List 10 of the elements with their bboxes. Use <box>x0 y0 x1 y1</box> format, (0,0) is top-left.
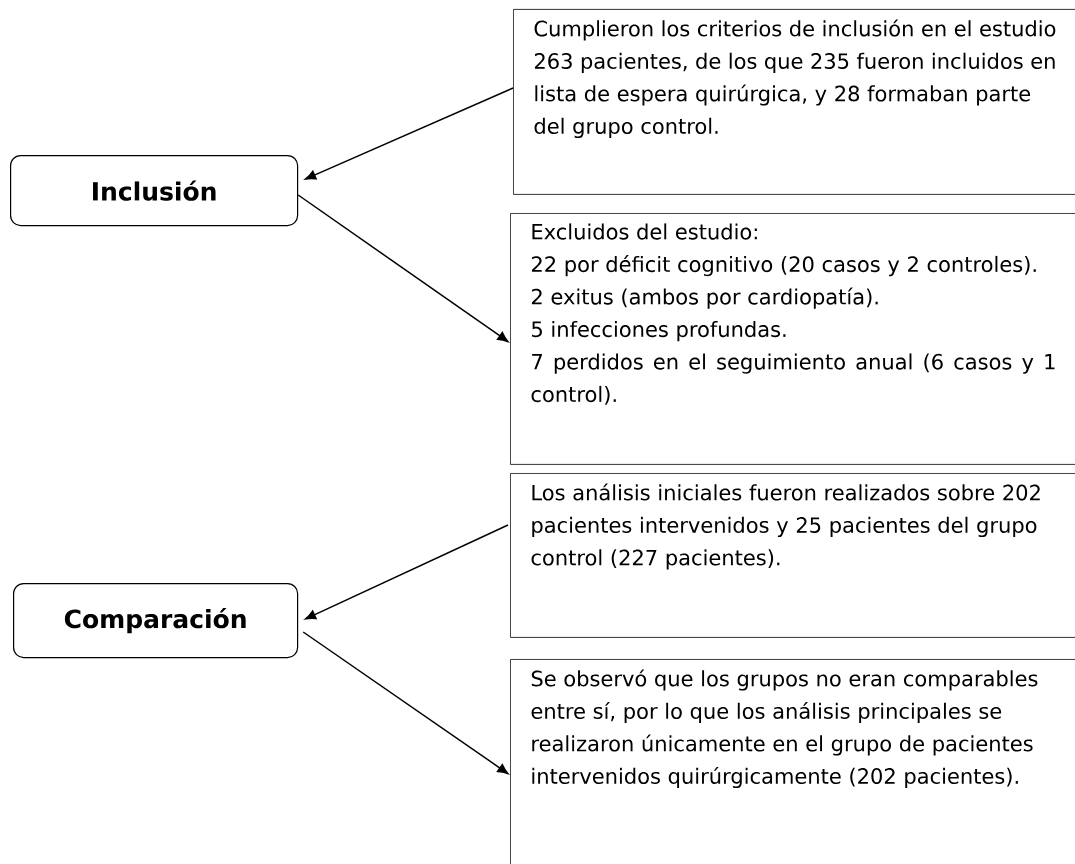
arrow <box>304 524 509 620</box>
stage-box: Comparación <box>13 583 299 659</box>
arrow <box>302 631 509 775</box>
arrow <box>305 87 514 180</box>
text-box: Cumplieron los criterios de inclusión en el estudio 263 pacientes, de los que 235 fueron incluidos en lista de espera quirúrgica, y 28 formaban parte del grupo control. <box>513 9 1075 195</box>
stage-box: Inclusión <box>10 155 299 227</box>
text-box: Excluidos del estudio: 22 por déficit cognitivo (20 casos y 2 controles). 2 exitus (ambos por cardiopatía). 5 infecciones profundas. 7 perdidos en el seguimiento anual (6 casos y 1 control). <box>510 213 1075 465</box>
text-box: Los análisis iniciales fueron realizados sobre 202 pacientes intervenidos y 25 pacientes del grupo control (227 pacientes). <box>510 473 1075 638</box>
text-box: Se observó que los grupos no eran comparables entre sí, por lo que los análisis principales se realizaron únicamente en el grupo de pacientes intervenidos quirúrgicamente (202 pacientes). <box>510 659 1075 864</box>
arrow <box>297 194 509 343</box>
